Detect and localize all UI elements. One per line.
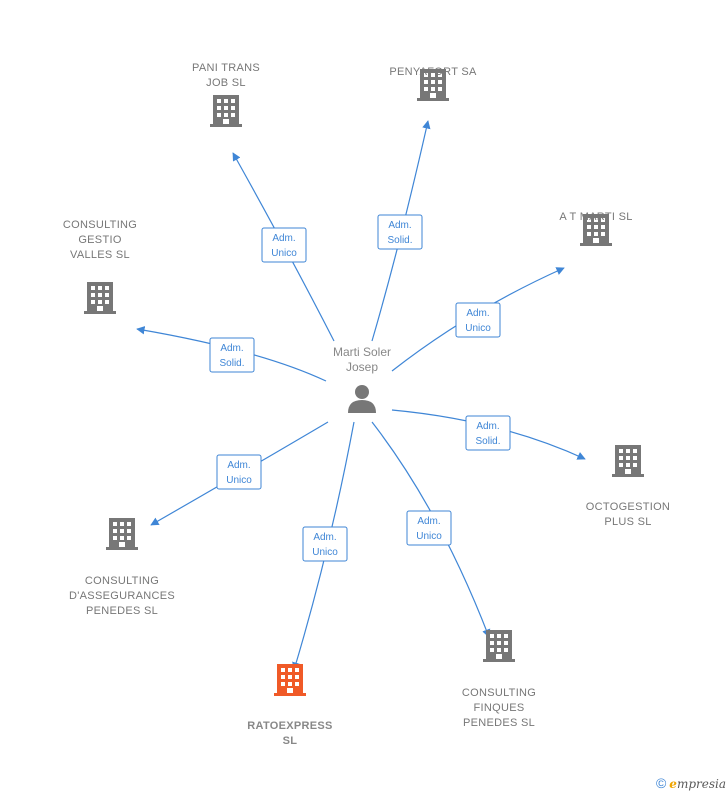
company-node-pani-trans[interactable]: PANI TRANS JOB SL — [192, 62, 260, 127]
relation-label-line: Unico — [226, 475, 252, 486]
company-name-line: PANI TRANS — [192, 62, 260, 74]
relation-label-line: Adm. — [220, 343, 243, 354]
relation-badge-box — [455, 302, 501, 338]
relation-label-line: Unico — [312, 547, 338, 558]
company-name-line: GESTIO — [78, 234, 122, 246]
badges-layer: Adm.UnicoAdm.Solid.Adm.UnicoAdm.Solid.Ad… — [209, 214, 511, 562]
company-name-line: CONSULTING — [462, 687, 536, 699]
company-name-line: SL — [283, 735, 298, 747]
building-icon — [84, 282, 116, 314]
relation-label-line: Adm. — [272, 233, 295, 244]
relation-label-line: Adm. — [227, 460, 250, 471]
building-icon — [483, 630, 515, 662]
relation-badge-box — [406, 510, 452, 546]
relation-label-line: Adm. — [417, 516, 440, 527]
company-name-line: D'ASSEGURANCES — [69, 590, 175, 602]
company-node-consulting-gestio[interactable]: CONSULTING GESTIO VALLES SL — [63, 219, 137, 314]
company-name-line: FINQUES — [474, 702, 525, 714]
relation-badge-octogestion[interactable]: Adm. Solid. — [465, 415, 511, 451]
building-icon — [274, 664, 306, 696]
company-node-consulting-finques[interactable]: CONSULTING FINQUES PENEDES SL — [462, 630, 536, 729]
person-name-line: Josep — [346, 360, 378, 374]
company-name-line: CONSULTING — [85, 575, 159, 587]
company-node-a-t-marti[interactable]: A T MARTI SL — [559, 211, 632, 246]
relation-label-line: Adm. — [388, 220, 411, 231]
brand-name: mpresia — [676, 777, 726, 791]
company-name-line: PLUS SL — [604, 516, 651, 528]
company-node-consulting-assegurances[interactable]: CONSULTING D'ASSEGURANCES PENEDES SL — [69, 518, 175, 617]
company-name-line: PENEDES SL — [86, 605, 158, 617]
relation-label-line: Adm. — [476, 421, 499, 432]
company-name-line: VALLES SL — [70, 249, 130, 261]
company-name-line: A T MARTI SL — [559, 211, 632, 223]
relation-badge-penyafort[interactable]: Adm. Solid. — [377, 214, 423, 250]
relation-badge-box — [377, 214, 423, 250]
brand-initial: e — [669, 777, 677, 791]
relation-label-line: Unico — [416, 531, 442, 542]
footer-brand[interactable]: ©empresia — [656, 775, 726, 791]
building-icon — [106, 518, 138, 550]
relation-badge-a-t-marti[interactable]: Adm. Unico — [455, 302, 501, 338]
company-node-ratoexpress[interactable]: RATOEXPRESS SL — [247, 664, 332, 747]
building-icon — [612, 445, 644, 477]
relation-badge-box — [302, 526, 348, 562]
person-name-line: Marti Soler — [333, 345, 391, 359]
person-icon — [348, 385, 376, 413]
relation-label-line: Adm. — [313, 532, 336, 543]
company-name-line: OCTOGESTION — [586, 501, 670, 513]
company-name-line: PENEDES SL — [463, 717, 535, 729]
relation-badge-consulting-finques[interactable]: Adm. Unico — [406, 510, 452, 546]
relation-label-line: Adm. — [466, 308, 489, 319]
relation-badge-box — [465, 415, 511, 451]
relation-label-line: Solid. — [219, 358, 244, 369]
company-node-octogestion[interactable]: OCTOGESTION PLUS SL — [586, 445, 670, 528]
relation-label-line: Solid. — [475, 436, 500, 447]
company-name-line: CONSULTING — [63, 219, 137, 231]
relation-badge-box — [209, 337, 255, 373]
copyright-symbol: © — [655, 775, 667, 791]
relation-badge-consulting-assegurances[interactable]: Adm. Unico — [216, 454, 262, 490]
relation-badge-box — [261, 227, 307, 263]
company-name-line: RATOEXPRESS — [247, 720, 332, 732]
brand-logo: empresia — [669, 777, 726, 791]
company-name-line: PENYAFORT SA — [389, 66, 477, 78]
building-icon — [210, 95, 242, 127]
company-name-line: JOB SL — [206, 77, 246, 89]
relation-label-line: Solid. — [387, 235, 412, 246]
company-node-penyafort[interactable]: PENYAFORT SA — [389, 66, 477, 101]
relation-label-line: Unico — [465, 323, 491, 334]
relation-label-line: Unico — [271, 248, 297, 259]
relation-badge-ratoexpress[interactable]: Adm. Unico — [302, 526, 348, 562]
relation-badge-box — [216, 454, 262, 490]
relation-badge-consulting-gestio[interactable]: Adm. Solid. — [209, 337, 255, 373]
relation-badge-pani-trans[interactable]: Adm. Unico — [261, 227, 307, 263]
